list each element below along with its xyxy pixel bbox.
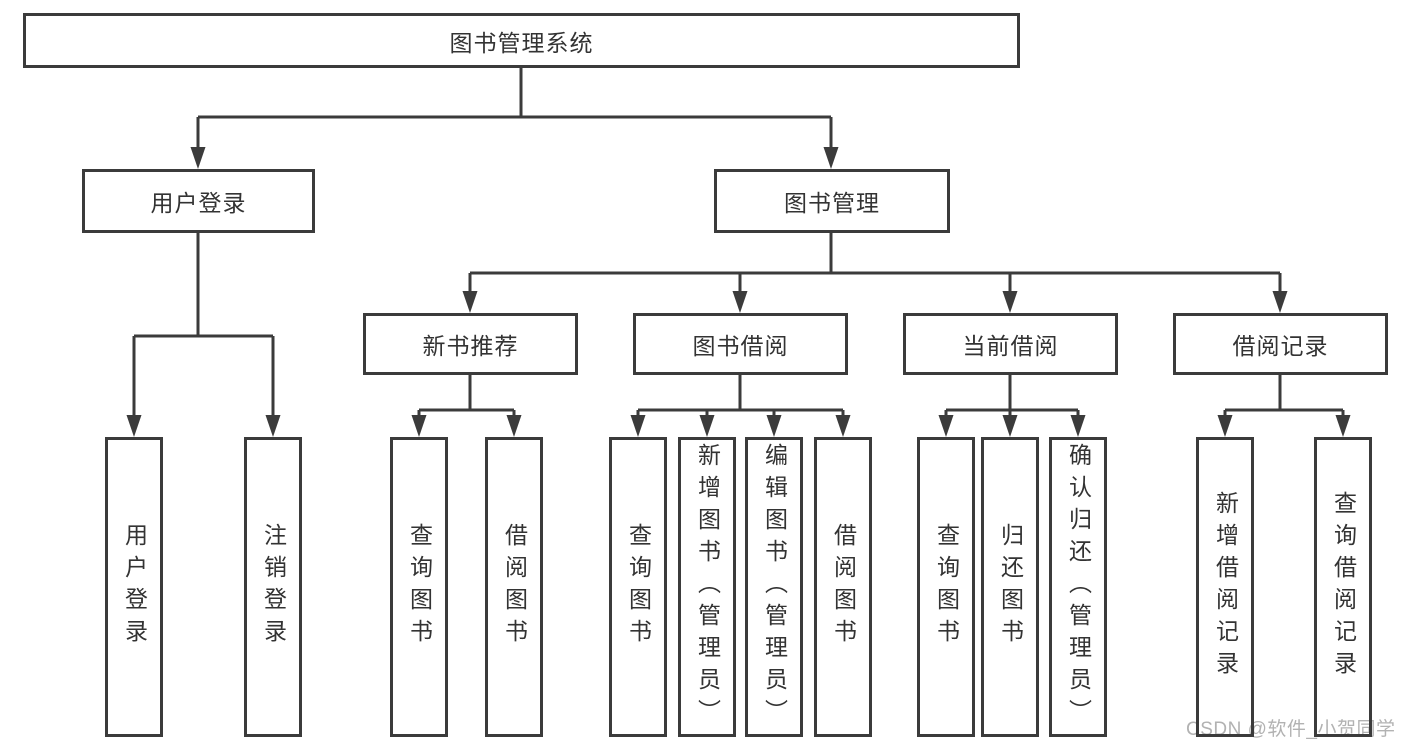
node-book-borrowing: 图书借阅 <box>633 313 848 375</box>
node-label: 查询图书 <box>625 523 652 651</box>
node-user-login: 用户登录 <box>82 169 315 233</box>
node-label: 借阅图书 <box>501 523 528 651</box>
node-borrowing-records: 借阅记录 <box>1173 313 1388 375</box>
leaf-borrow-books-recommend: 借阅图书 <box>485 437 543 737</box>
leaf-user-login: 用户登录 <box>105 437 163 737</box>
node-label: 当前借阅 <box>962 333 1059 359</box>
leaf-logout: 注销登录 <box>244 437 302 737</box>
node-label: 借阅图书 <box>830 523 857 651</box>
node-label: 查询借阅记录 <box>1330 491 1357 683</box>
node-label: 确认归还（管理员） <box>1065 443 1092 731</box>
node-new-book-recommend: 新书推荐 <box>363 313 578 375</box>
leaf-query-books-recommend: 查询图书 <box>390 437 448 737</box>
leaf-query-borrow-record: 查询借阅记录 <box>1314 437 1372 737</box>
node-label: 新增借阅记录 <box>1212 491 1239 683</box>
leaf-borrow-books: 借阅图书 <box>814 437 872 737</box>
node-label: 图书管理系统 <box>449 29 594 56</box>
leaf-return-books: 归还图书 <box>981 437 1039 737</box>
node-label: 用户登录 <box>150 190 247 216</box>
leaf-confirm-return-admin: 确认归还（管理员） <box>1049 437 1107 737</box>
node-current-borrowing: 当前借阅 <box>903 313 1118 375</box>
node-label: 归还图书 <box>997 523 1024 651</box>
node-label: 借阅记录 <box>1232 333 1329 359</box>
leaf-query-books-current: 查询图书 <box>917 437 975 737</box>
node-label: 图书管理 <box>784 190 880 216</box>
leaf-add-books-admin: 新增图书（管理员） <box>678 437 736 737</box>
node-root-system: 图书管理系统 <box>23 13 1020 68</box>
leaf-query-books-borrow: 查询图书 <box>609 437 667 737</box>
node-label: 新书推荐 <box>422 333 519 359</box>
leaf-add-borrow-record: 新增借阅记录 <box>1196 437 1254 737</box>
csdn-watermark: CSDN @软件_小贺同学 <box>1186 719 1396 740</box>
node-label: 编辑图书（管理员） <box>761 443 788 731</box>
node-label: 查询图书 <box>933 523 960 651</box>
leaf-edit-books-admin: 编辑图书（管理员） <box>745 437 803 737</box>
node-label: 注销登录 <box>260 523 287 651</box>
node-label: 图书借阅 <box>692 333 789 359</box>
node-label: 查询图书 <box>406 523 433 651</box>
node-label: 用户登录 <box>121 523 148 651</box>
node-book-management: 图书管理 <box>714 169 950 233</box>
node-label: 新增图书（管理员） <box>694 443 721 731</box>
